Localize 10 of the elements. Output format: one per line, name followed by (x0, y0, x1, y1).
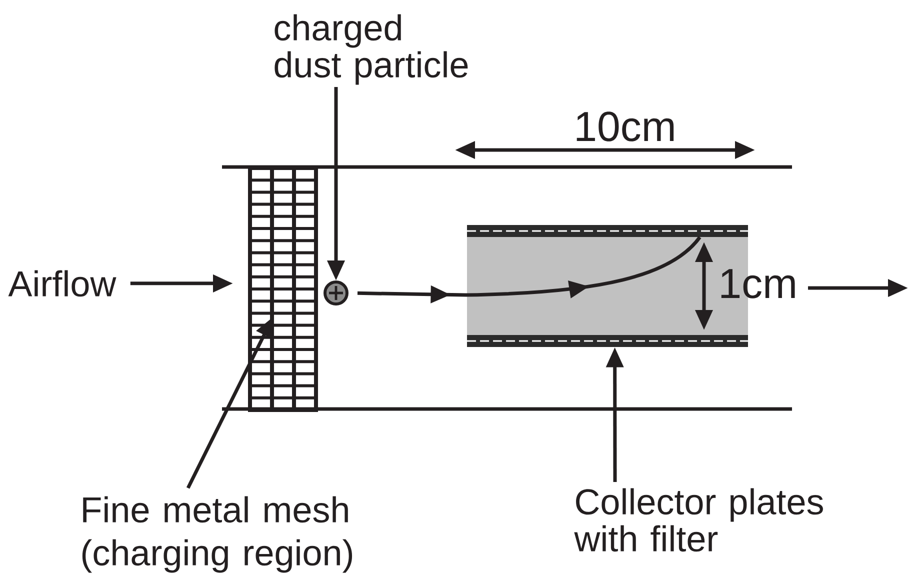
callout-label: Fine metal mesh (charging region) (82, 496, 352, 573)
dimension-label: 10cm (576, 112, 674, 142)
dimension-label: 1cm (721, 269, 795, 298)
collector-plate (467, 225, 748, 237)
callout-label: charged dust particle (274, 14, 468, 85)
flow-label: Airflow (8, 270, 116, 297)
callout-label: Collector plates with filter (574, 488, 823, 552)
mesh-grid (248, 166, 318, 412)
charged-particle (324, 280, 348, 306)
collector-plate (467, 335, 748, 347)
